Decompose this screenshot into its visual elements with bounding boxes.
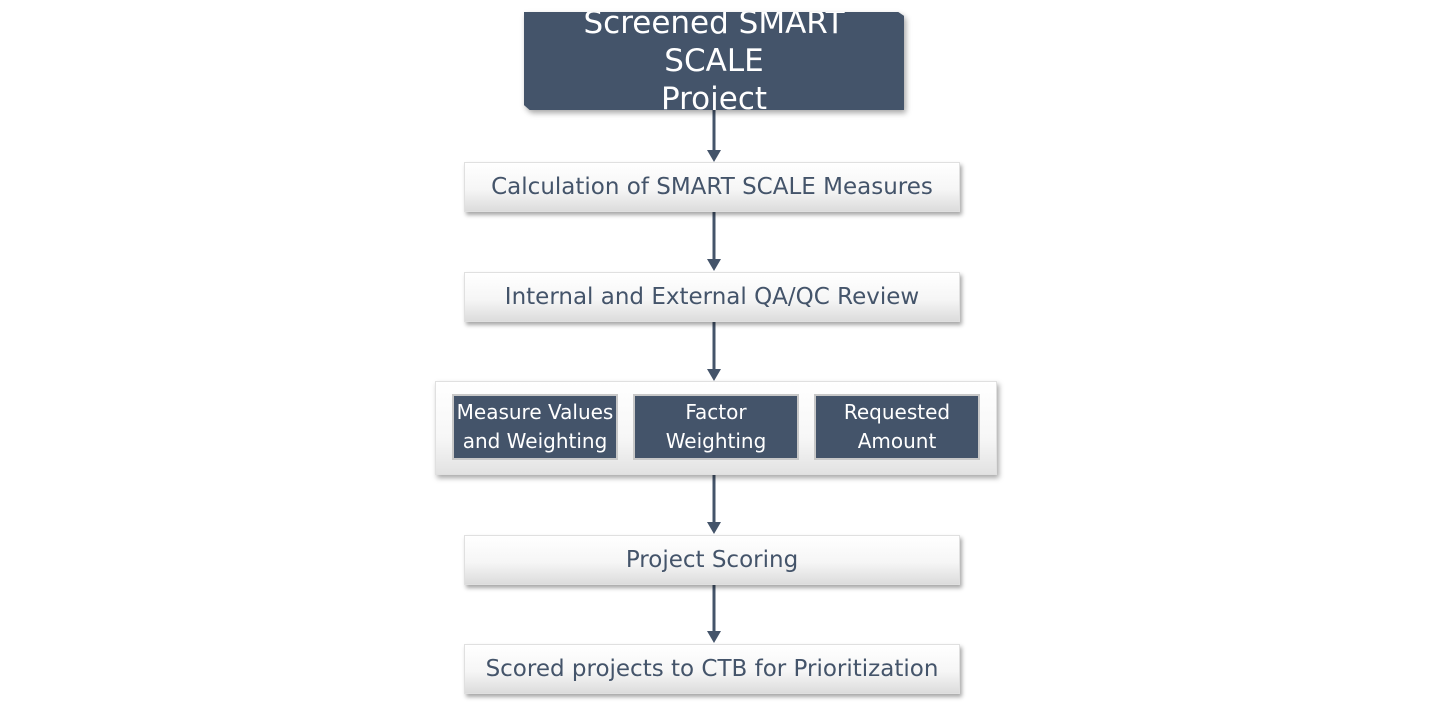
screened-project-line2: Project — [660, 81, 768, 117]
ctb-prioritization-step-label: Scored projects to CTB for Prioritizatio… — [485, 656, 939, 682]
screened-project-line1: Screened SMART SCALE — [583, 5, 845, 79]
qa-qc-review-step-label: Internal and External QA/QC Review — [504, 284, 920, 310]
calculation-step-label: Calculation of SMART SCALE Measures — [491, 174, 933, 200]
factor-weighting-line2: Weighting — [665, 429, 767, 453]
measure-values-box: Measure Values and Weighting — [452, 394, 618, 460]
arrowhead-group-to-scoring — [707, 522, 721, 534]
arrowhead-top-to-calculation — [707, 150, 721, 162]
calculation-step-box: Calculation of SMART SCALE Measures — [464, 162, 960, 212]
arrowhead-scoring-to-ctb — [707, 631, 721, 643]
arrowhead-review-to-group — [707, 369, 721, 381]
arrowhead-calculation-to-review — [707, 259, 721, 271]
factor-weighting-box: Factor Weighting — [633, 394, 799, 460]
screened-project-box: Screened SMART SCALE Project — [524, 12, 904, 110]
weighting-group-box: Measure Values and Weighting Factor Weig… — [435, 381, 997, 475]
factor-weighting-line1: Factor — [685, 400, 747, 424]
measure-values-line1: Measure Values — [456, 400, 614, 424]
ctb-prioritization-step-box: Scored projects to CTB for Prioritizatio… — [464, 644, 960, 694]
requested-amount-box: Requested Amount — [814, 394, 980, 460]
qa-qc-review-step-box: Internal and External QA/QC Review — [464, 272, 960, 322]
requested-amount-line2: Amount — [857, 429, 937, 453]
project-scoring-step-box: Project Scoring — [464, 535, 960, 585]
measure-values-line2: and Weighting — [462, 429, 608, 453]
requested-amount-line1: Requested — [843, 400, 951, 424]
project-scoring-step-label: Project Scoring — [625, 547, 799, 573]
